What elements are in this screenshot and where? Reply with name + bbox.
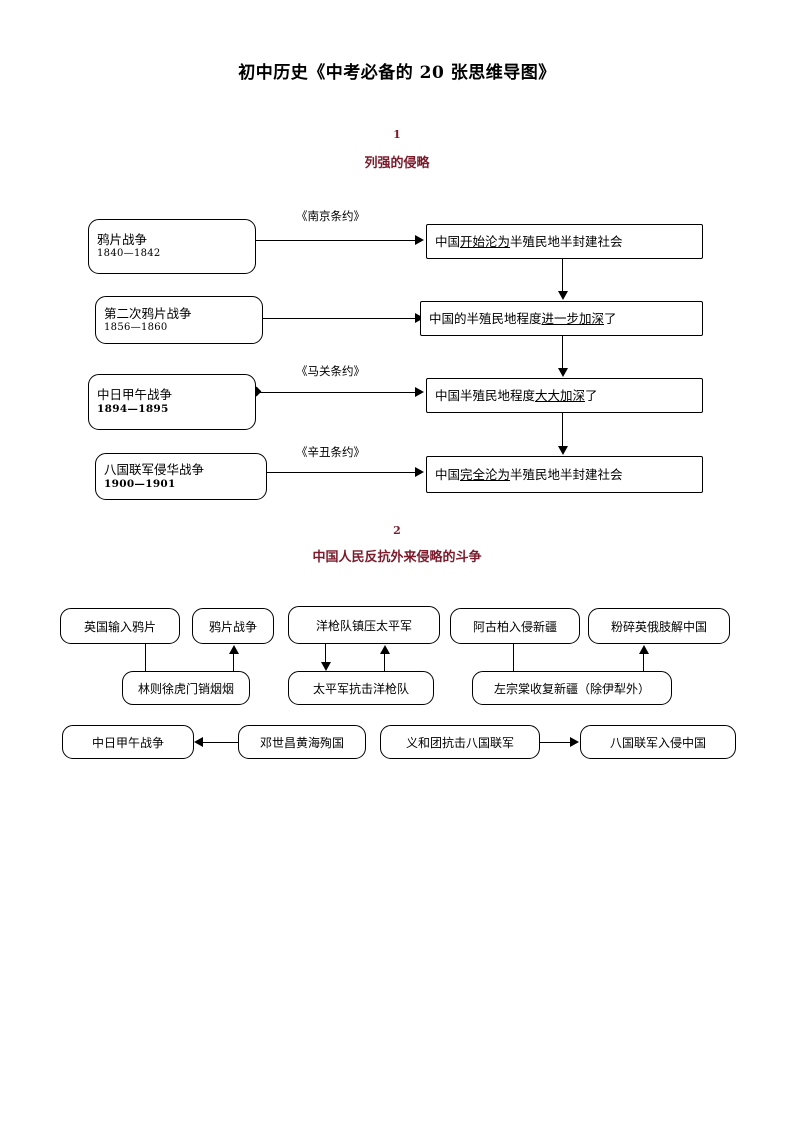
arrow-down-icon (558, 368, 568, 377)
cause-name: 第二次鸦片战争 (104, 305, 192, 321)
connector-yakub-beg-to-zuo-zongtang (513, 644, 514, 671)
result-underlined: 完全沦为 (460, 466, 511, 482)
result-box-3[interactable]: 中国半殖民地程度大大加深了 (426, 378, 703, 413)
arrow-right-icon (415, 467, 424, 477)
node-british-opium-import[interactable]: 英国输入鸦片 (60, 608, 180, 644)
node-lin-zexu-humen-opium-destruction[interactable]: 林则徐虎门销烟烟 (122, 671, 250, 705)
section-1-number: 1 (393, 128, 401, 141)
connector-result1-to-result2 (562, 259, 563, 292)
result-prefix: 中国 (435, 466, 461, 482)
arrow-down-icon (558, 446, 568, 455)
result-box-4[interactable]: 中国完全沦为半殖民地半封建社会 (426, 456, 703, 493)
node-opium-war[interactable]: 鸦片战争 (192, 608, 274, 644)
arrow-up-icon (229, 645, 239, 654)
treaty-label-xinchou: 《辛丑条约》 (294, 444, 367, 460)
connector-cause4-to-result4 (267, 472, 416, 473)
cause-box-sino-japanese-war[interactable]: 中日甲午战争 1894—1895 (88, 374, 256, 430)
cause-name: 鸦片战争 (97, 232, 148, 248)
section-2-number: 2 (393, 524, 401, 537)
connector-cause2-to-result2 (263, 318, 416, 319)
result-suffix: 了 (604, 310, 617, 326)
connector-cause3-to-result3 (257, 391, 416, 393)
result-prefix: 中国的半殖民地程度 (429, 310, 542, 326)
cause-years: 1900—1901 (104, 477, 176, 490)
connector-result2-to-result3 (562, 336, 563, 369)
connector-lin-zexu-to-opium-war (233, 653, 234, 671)
arrow-right-icon (570, 737, 579, 747)
treaty-label-nanjing: 《南京条约》 (294, 208, 367, 224)
result-prefix: 中国半殖民地程度 (435, 387, 536, 403)
cause-box-eight-nation-alliance-war[interactable]: 八国联军侵华战争 1900—1901 (95, 453, 267, 500)
node-defeat-anglo-russian-dismemberment[interactable]: 粉碎英俄肢解中国 (588, 608, 730, 644)
result-suffix: 了 (585, 387, 598, 403)
cause-box-second-opium-war[interactable]: 第二次鸦片战争 1856—1860 (95, 296, 263, 344)
result-underlined: 开始沦为 (460, 233, 511, 249)
result-suffix: 半殖民地半封建社会 (510, 233, 623, 249)
result-prefix: 中国 (435, 233, 461, 249)
connector-cause1-to-result1 (256, 240, 416, 241)
connector-result3-to-result4 (562, 413, 563, 447)
result-underlined: 进一步加深 (541, 310, 605, 326)
arrow-left-icon (194, 737, 203, 747)
treaty-label-maguan: 《马关条约》 (294, 363, 367, 379)
connector-boxers-to-eight-nation-alliance (540, 742, 571, 743)
connector-opium-import-to-lin-zexu (145, 644, 146, 671)
node-sino-japanese-war[interactable]: 中日甲午战争 (62, 725, 194, 759)
section-1-title: 列强的侵略 (364, 156, 430, 171)
result-underlined: 大大加深 (535, 387, 586, 403)
result-suffix: 半殖民地半封建社会 (510, 466, 623, 482)
connector-taiping-to-rifle-corps (384, 653, 385, 671)
node-foreign-rifle-corps-suppress-taiping[interactable]: 洋枪队镇压太平军 (288, 606, 440, 644)
connector-deng-shichang-to-sino-japanese-war (203, 742, 238, 743)
arrow-up-icon (639, 645, 649, 654)
node-boxers-fight-eight-nation-alliance[interactable]: 义和团抗击八国联军 (380, 725, 540, 759)
node-deng-shichang-martyred-yellow-sea[interactable]: 邓世昌黄海殉国 (238, 725, 366, 759)
node-yakub-beg-invades-xinjiang[interactable]: 阿古柏入侵新疆 (450, 608, 580, 644)
section-2-title: 中国人民反抗外来侵略的斗争 (312, 550, 482, 565)
arrow-up-icon (380, 645, 390, 654)
arrow-right-icon (415, 235, 424, 245)
cause-name: 八国联军侵华战争 (104, 461, 205, 477)
page-title: 初中历史《中考必备的 20 张思维导图》 (238, 63, 556, 83)
cause-name: 中日甲午战争 (97, 387, 173, 403)
cause-years: 1856—1860 (104, 321, 168, 333)
connector-zuo-zongtang-to-defeat-dismemberment (643, 653, 644, 671)
cause-years: 1894—1895 (97, 403, 169, 416)
cause-years: 1840—1842 (97, 248, 161, 260)
arrow-down-icon (558, 291, 568, 300)
result-box-1[interactable]: 中国开始沦为半殖民地半封建社会 (426, 224, 703, 259)
node-zuo-zongtang-recovers-xinjiang[interactable]: 左宗棠收复新疆（除伊犁外） (472, 671, 672, 705)
arrow-right-icon (415, 313, 424, 323)
arrow-right-icon (415, 387, 424, 397)
cause-box-opium-war[interactable]: 鸦片战争 1840—1842 (88, 219, 256, 274)
node-eight-nation-alliance-invades-china[interactable]: 八国联军入侵中国 (580, 725, 736, 759)
node-taiping-army-fights-rifle-corps[interactable]: 太平军抗击洋枪队 (288, 671, 434, 705)
connector-rifle-corps-to-taiping (325, 644, 326, 663)
result-box-2[interactable]: 中国的半殖民地程度进一步加深了 (420, 301, 703, 336)
arrow-down-icon (321, 662, 331, 671)
